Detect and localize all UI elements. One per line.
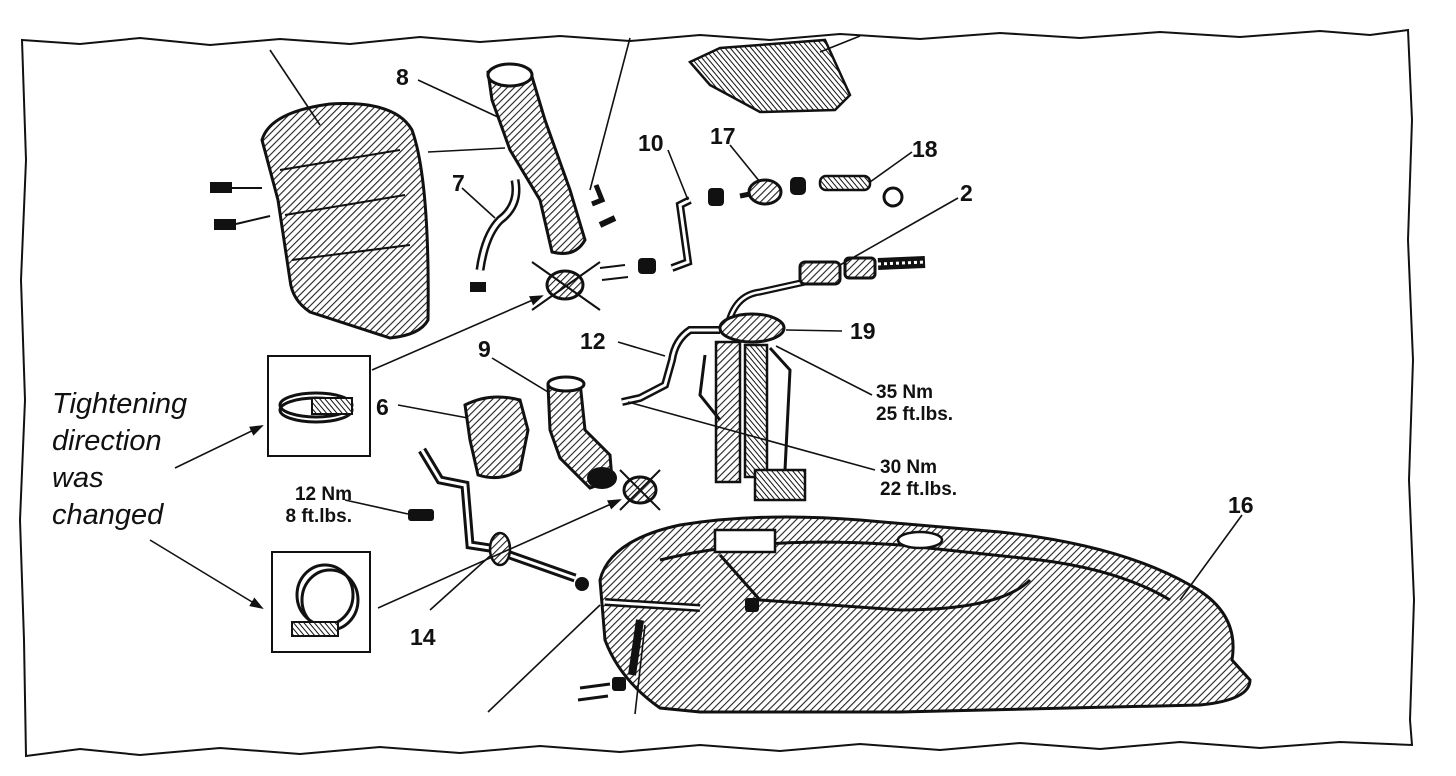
callout-17: 17 [710, 123, 736, 149]
callout-7: 7 [452, 170, 465, 196]
removed-clamp-upper [531, 261, 601, 311]
top-plate [687, 38, 852, 114]
callout-19: 19 [850, 318, 876, 344]
torque-spec-35nm: 35 Nm 25 ft.lbs. [876, 382, 953, 426]
callout-9: 9 [478, 336, 491, 362]
torque-value-nm: 30 Nm [880, 457, 938, 478]
note-line: was [52, 462, 104, 494]
torque-value-ftlbs: 22 ft.lbs. [880, 479, 958, 500]
torn-frame [18, 28, 1416, 758]
note-arrows [149, 295, 622, 610]
check-valve [739, 177, 806, 206]
callout-12: 12 [580, 328, 606, 354]
inset-box-clamp-upper [267, 355, 371, 457]
torque-value-nm: 35 Nm [876, 382, 934, 403]
leader-lines [269, 35, 1243, 715]
callout-8: 8 [396, 64, 409, 90]
note-line: Tightening [52, 388, 188, 420]
callout-14: 14 [410, 624, 436, 650]
filler-neck [486, 62, 617, 255]
elbow-hose [546, 375, 617, 490]
heat-shield-panel [210, 102, 430, 340]
callout-16: 16 [1228, 492, 1254, 518]
mounting-bolt [408, 509, 434, 521]
fuel-tank [577, 515, 1252, 714]
callout-2: 2 [960, 180, 973, 206]
grommet [463, 395, 530, 480]
callout-18: 18 [912, 136, 938, 162]
callout-6: 6 [376, 394, 389, 420]
torque-value-ftlbs: 8 ft.lbs. [285, 506, 352, 527]
torque-spec-30nm: 30 Nm 22 ft.lbs. [880, 457, 957, 501]
inset-box-clamp-lower [271, 551, 371, 653]
torque-spec-12nm: 12 Nm 8 ft.lbs. [252, 484, 352, 528]
torque-value-ftlbs: 25 ft.lbs. [876, 404, 954, 425]
fuel-pump-unit [698, 312, 807, 502]
removed-clamp-lower [619, 469, 661, 511]
note-line: changed [52, 499, 164, 531]
torque-value-nm: 12 Nm [294, 484, 352, 505]
short-hose [818, 174, 904, 208]
callout-10: 10 [638, 130, 664, 156]
filler-pipe [418, 447, 589, 591]
tightening-direction-note: Tightening direction was changed [52, 386, 187, 534]
note-line: direction [52, 425, 162, 457]
